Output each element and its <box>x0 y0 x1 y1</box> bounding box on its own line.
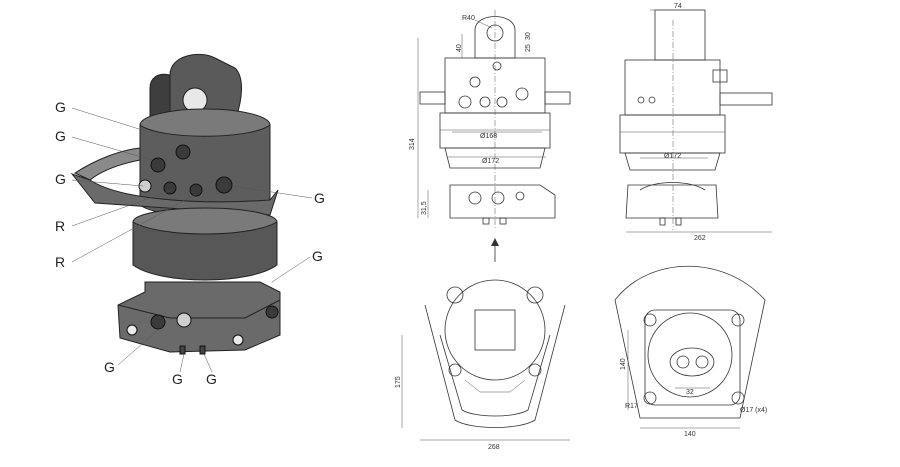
callout-g-6: G <box>104 359 115 375</box>
dim-width-268: 268 <box>488 444 500 451</box>
callout-g-2: G <box>55 128 66 144</box>
dim-lug-25: 25 <box>525 44 532 52</box>
callout-r-2: R <box>55 254 65 270</box>
dim-r40: R40 <box>462 15 475 22</box>
callout-g-7: G <box>172 371 183 387</box>
bottom-plan-view: 175 268 <box>395 279 570 451</box>
dim-width-74: 74 <box>674 3 682 10</box>
dim-dia-168: Ø168 <box>480 133 497 140</box>
callout-g-8: G <box>206 371 217 387</box>
callout-r-1: R <box>55 218 65 234</box>
top-plan-view: 140 32 R17 Ø17 (x4) 140 <box>614 265 767 438</box>
callout-g-4: G <box>314 190 325 206</box>
dim-height-175: 175 <box>395 376 402 388</box>
callout-g-3: G <box>55 171 66 187</box>
dim-top-140-h: 140 <box>684 431 696 438</box>
dim-top-32: 32 <box>686 389 694 396</box>
callout-leaders <box>71 107 313 373</box>
side-elevation-view: 74 Ø172 262 <box>619 3 773 242</box>
dim-width-262: 262 <box>694 235 706 242</box>
dim-height-314: 314 <box>409 138 416 150</box>
dim-dia-172-side: Ø172 <box>664 153 681 160</box>
dim-lug-30: 30 <box>525 32 532 40</box>
dim-base-31-5: 31,5 <box>421 201 428 215</box>
dim-lug-40: 40 <box>456 44 463 52</box>
dim-top-140-v: 140 <box>620 358 627 370</box>
front-elevation-view: R40 40 30 25 Ø168 Ø172 314 31,5 <box>409 10 571 262</box>
dim-dia-172: Ø172 <box>482 158 499 165</box>
callout-g-5: G <box>312 248 323 264</box>
isometric-rotator-view: G G G R R G G G G G <box>55 53 325 387</box>
dim-top-r17: R17 <box>625 403 638 410</box>
callout-g-1: G <box>55 99 66 115</box>
dim-top-dia-17-x4: Ø17 (x4) <box>740 407 767 414</box>
